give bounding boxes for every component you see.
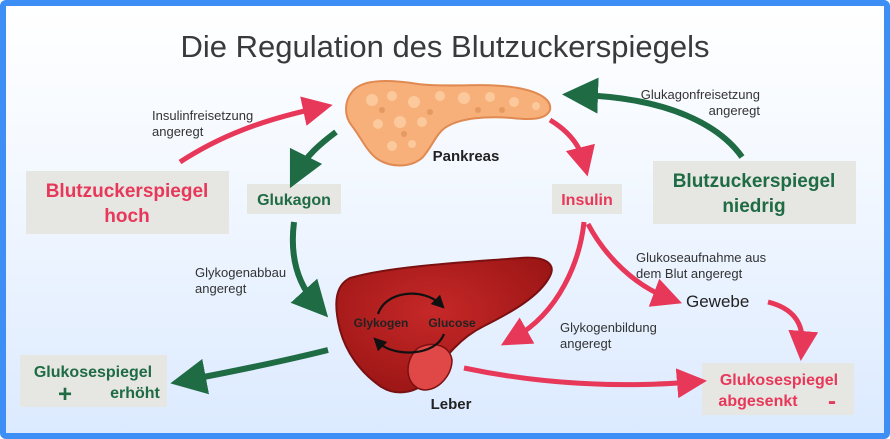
liver-to-lowered-arrow (463, 365, 707, 399)
glucose-raised-sign: + (58, 381, 72, 408)
insulin-box: Insulin (552, 184, 622, 214)
insulin-release-label-2: angeregt (152, 124, 204, 139)
glucose-uptake-label-1: Glukoseaufnahme aus (636, 250, 767, 265)
liver-glucose-label: Glucose (428, 316, 476, 330)
liver-glycogen-label: Glykogen (354, 316, 409, 330)
state-low-line2: niedrig (722, 196, 785, 217)
state-high-box: Blutzuckerspiegel hoch (26, 171, 229, 234)
high-to-pancreas-arrow (178, 96, 333, 165)
glycogenesis-label-2: angeregt (560, 336, 612, 351)
tissue-to-lowered-arrow (767, 299, 819, 361)
state-low-box: Blutzuckerspiegel niedrig (653, 161, 856, 224)
insulin-to-tissue-arrow (585, 222, 683, 307)
glucose-lowered-box: Glukosespiegel abgesenkt - (702, 363, 854, 415)
state-high-line2: hoch (104, 206, 149, 227)
glucagon-release-label-2: angeregt (709, 103, 761, 118)
low-to-pancreas-arrow (562, 77, 745, 159)
glucose-lowered-sign: - (828, 388, 836, 415)
glucose-to-glycogen-arrow (373, 333, 446, 354)
glycogen-to-glucose-arrow (376, 292, 445, 315)
liver-illustration (335, 256, 553, 394)
glucose-raised-line2: erhöht (110, 385, 160, 402)
insulin-label: Insulin (561, 192, 613, 209)
tissue-label: Gewebe (686, 292, 749, 311)
pancreas-label: Pankreas (433, 148, 500, 165)
glucose-raised-line1: Glukosespiegel (34, 364, 152, 381)
glycogenolysis-label-2: angeregt (195, 281, 247, 296)
glucagon-label: Glukagon (257, 192, 331, 209)
diagram-title: Die Regulation des Blutzuckerspiegels (180, 29, 709, 64)
state-low-line1: Blutzuckerspiegel (673, 171, 836, 192)
glycogenolysis-label-1: Glykogenabbau (195, 265, 286, 280)
glucagon-to-liver-arrow (289, 221, 329, 318)
glucagon-box: Glukagon (247, 184, 341, 214)
pancreas-to-glucagon-arrow (289, 129, 338, 189)
insulin-to-liver-arrow (500, 221, 587, 346)
glucose-lowered-line1: Glukosespiegel (720, 372, 838, 389)
state-high-line1: Blutzuckerspiegel (46, 181, 209, 202)
pancreas-to-insulin-arrow (548, 117, 595, 177)
liver-label: Leber (431, 396, 472, 413)
glucose-raised-box: Glukosespiegel + erhöht (20, 355, 167, 408)
diagram-canvas: Die Regulation des Blutzuckerspiegels Pa… (20, 29, 856, 415)
glucose-lowered-line2: abgesenkt (718, 393, 798, 410)
glucose-uptake-label-2: dem Blut angeregt (636, 266, 743, 281)
insulin-release-label-1: Insulinfreisetzung (152, 108, 253, 123)
glucagon-release-label-1: Glukagonfreisetzung (641, 87, 760, 102)
pancreas-illustration (345, 80, 552, 167)
glycogenesis-label-1: Glykogenbildung (560, 320, 657, 335)
liver-to-raised-arrow (170, 347, 329, 395)
